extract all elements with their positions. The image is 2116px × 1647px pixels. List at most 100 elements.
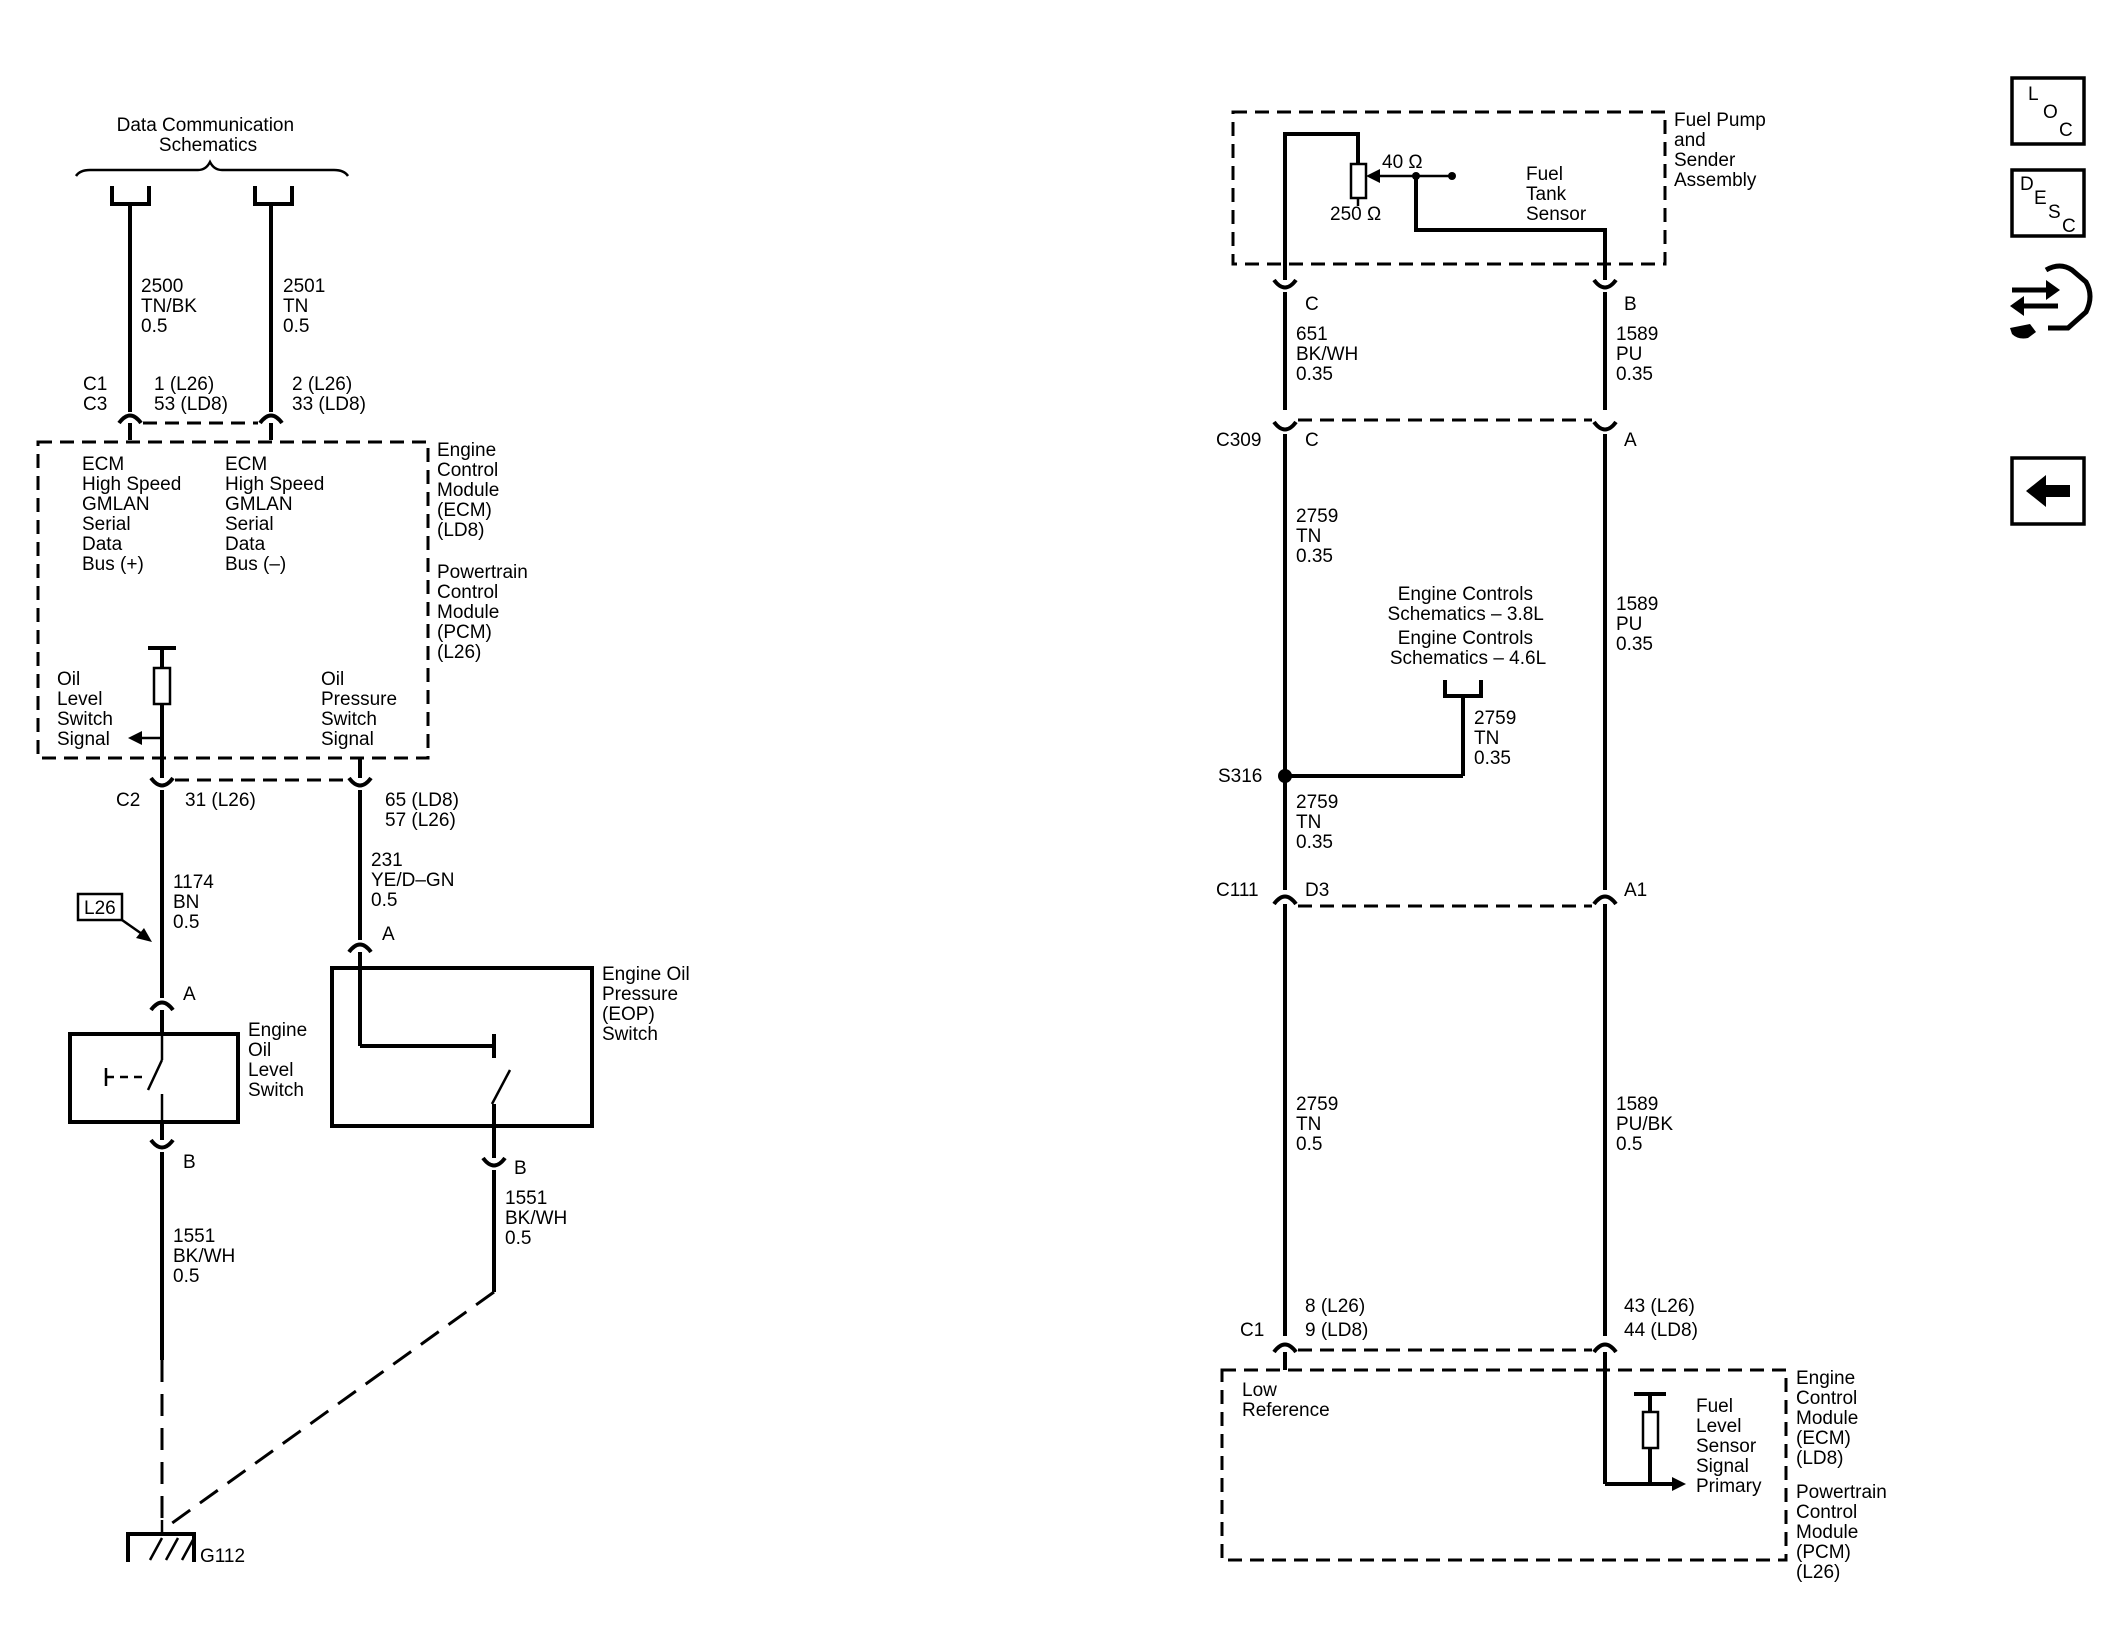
sender-pin-c [1272, 278, 1298, 290]
wire-651-label: 651 BK/WH 0.35 [1296, 324, 1364, 385]
resistor-250-label: 250 Ω [1330, 204, 1381, 225]
fuel-pump-assembly-box [1231, 110, 1667, 266]
wire-2759-d-label: 2759 TN 0.5 [1296, 1094, 1344, 1155]
nav-loc-button[interactable]: L O C [2010, 76, 2086, 146]
eop-switch-pin-a-label: A [382, 924, 395, 945]
c309-pin-c [1272, 420, 1298, 432]
ecm-fuel-module-label: Engine Control Module (ECM) (LD8) [1796, 1368, 1864, 1469]
back-arrow-icon [2026, 475, 2070, 507]
wire-2759-b-label: 2759 TN 0.35 [1474, 708, 1522, 769]
c309-pin-a [1592, 420, 1618, 432]
wire-2759-a-label: 2759 TN 0.35 [1296, 506, 1344, 567]
c309-pin-a-label: A [1624, 430, 1637, 451]
pin-2-label: 2 (L26) 33 (LD8) [292, 374, 366, 415]
wire-1589-a-label: 1589 PU 0.35 [1616, 324, 1664, 385]
fuel-tank-sensor-label: Fuel Tank Sensor [1526, 164, 1587, 225]
connector-c111-label: C111 [1216, 880, 1259, 901]
splice-s316 [1278, 769, 1292, 783]
loc-letter-c: C [2059, 120, 2073, 141]
splice-s316-label: S316 [1218, 766, 1262, 787]
l26-badge-label: L26 [84, 898, 116, 919]
wire-2500-label: 2500 TN/BK 0.5 [141, 276, 202, 337]
wire-2501-label: 2501 TN 0.5 [283, 276, 331, 337]
c111-pin-d3 [1272, 894, 1298, 906]
signal-arrow-icon [128, 731, 162, 745]
fuel-level-signal-label: Fuel Level Sensor Signal Primary [1696, 1396, 1762, 1497]
connector-c1-c3-label: C1 C3 [83, 374, 113, 415]
loc-letter-l: L [2028, 84, 2039, 105]
connector-c1-label: C1 [1240, 1320, 1264, 1341]
c309-pin-c-label: C [1305, 430, 1319, 451]
fuel-pump-assembly-label: Fuel Pump and Sender Assembly [1674, 110, 1771, 191]
wire-2759-c-label: 2759 TN 0.35 [1296, 792, 1344, 853]
wire-1174-label: 1174 BN 0.5 [173, 872, 219, 933]
nav-desc-button[interactable]: D E S C [2010, 168, 2086, 238]
c1-pin-43 [1592, 1342, 1618, 1354]
c111-pin-a1-label: A1 [1624, 880, 1647, 901]
eop-switch-pin-b [481, 1156, 507, 1168]
engine-controls-reference[interactable]: Engine Controls Schematics – 3.8L Engine… [1388, 584, 1549, 698]
bus-minus-label: ECM High Speed GMLAN Serial Data Bus (–) [225, 454, 330, 575]
data-comm-label: Data Communication Schematics [117, 115, 300, 156]
level-switch-pin-b-label: B [183, 1152, 196, 1173]
pressure-switch-icon [358, 952, 512, 1158]
sender-pin-c-label: C [1305, 294, 1319, 315]
connector-c309-label: C309 [1216, 430, 1261, 451]
wire-1589-c-label: 1589 PU/BK 0.5 [1616, 1094, 1678, 1155]
ground-icon [126, 1520, 196, 1562]
level-switch-pin-a [149, 1000, 175, 1012]
ecm-pcm-fuel-module-box [1220, 1368, 1788, 1562]
pin-31-label: 31 (L26) [185, 790, 256, 811]
low-reference-label: Low Reference [1242, 1380, 1330, 1421]
fuel-level-sensor-resistor-icon [1605, 1392, 1686, 1491]
sender-pin-b [1592, 278, 1618, 290]
wrench-hand-icon[interactable] [2010, 263, 2093, 339]
wire-1551-a-label: 1551 BK/WH 0.5 [173, 1226, 241, 1287]
engine-controls-label: Engine Controls Schematics – 3.8L Engine… [1388, 584, 1549, 669]
c111-pin-d3-label: D3 [1305, 880, 1329, 901]
fuel-tank-sensor-resistor-icon [1283, 132, 1607, 264]
resistor-40-label: 40 Ω [1382, 152, 1423, 173]
data-comm-reference[interactable]: Data Communication Schematics [74, 115, 350, 206]
connector-c2-label: C2 [116, 790, 140, 811]
eop-switch-label: Engine Oil Pressure (EOP) Switch [602, 964, 695, 1045]
eop-switch-box [330, 966, 594, 1128]
level-switch-pin-b [149, 1138, 175, 1150]
right-schematic: Fuel Pump and Sender Assembly 40 Ω 250 Ω… [1216, 110, 1892, 1583]
desc-letter-d: D [2020, 174, 2034, 195]
connector-c1-pin-2 [258, 413, 284, 425]
connector-c2-pin-65 [347, 776, 373, 788]
wire-231-label: 231 YE/D–GN 0.5 [371, 850, 460, 911]
switch-contact-icon [104, 1034, 164, 1122]
wire-1589-b-label: 1589 PU 0.35 [1616, 594, 1664, 655]
pcm-fuel-module-label: Powertrain Control Module (PCM) (L26) [1796, 1482, 1892, 1583]
pull-up-resistor-icon [148, 646, 176, 778]
connector-c1-pin-1 [117, 413, 143, 425]
pcm-module-label: Powertrain Control Module (PCM) (L26) [437, 562, 533, 663]
pin-43-label: 43 (L26) 44 (LD8) [1624, 1296, 1700, 1341]
back-arrow-button[interactable] [2010, 456, 2086, 526]
ground-g112-label: G112 [200, 1546, 245, 1567]
left-schematic: Data Communication Schematics 2500 TN/BK… [36, 115, 695, 1567]
eop-switch-pin-b-label: B [514, 1158, 527, 1179]
pin-8-label: 8 (L26) 9 (LD8) [1305, 1296, 1370, 1341]
desc-letter-s: S [2048, 202, 2061, 223]
option-l26-badge: L26 [76, 892, 152, 942]
sender-pin-b-label: B [1624, 294, 1637, 315]
bus-plus-label: ECM High Speed GMLAN Serial Data Bus (+) [82, 454, 187, 575]
level-switch-pin-a-label: A [183, 984, 196, 1005]
oil-level-switch-label: Engine Oil Level Switch [248, 1020, 312, 1101]
eop-switch-pin-a [347, 942, 373, 954]
ecm-module-label: Engine Control Module (ECM) (LD8) [437, 440, 505, 541]
loc-letter-o: O [2043, 102, 2058, 123]
c1-pin-8 [1272, 1342, 1298, 1354]
oil-pressure-signal-label: Oil Pressure Switch Signal [321, 669, 402, 750]
wire-1551-b-label: 1551 BK/WH 0.5 [505, 1188, 573, 1249]
pin-65-label: 65 (LD8) 57 (L26) [385, 790, 464, 831]
desc-letter-c: C [2062, 216, 2076, 237]
oil-level-signal-label: Oil Level Switch Signal [57, 669, 118, 750]
c111-pin-a1 [1592, 894, 1618, 906]
connector-c2-pin-31 [149, 776, 175, 788]
oil-level-switch-box [68, 1032, 240, 1124]
ecm-pcm-module-box [36, 440, 430, 760]
